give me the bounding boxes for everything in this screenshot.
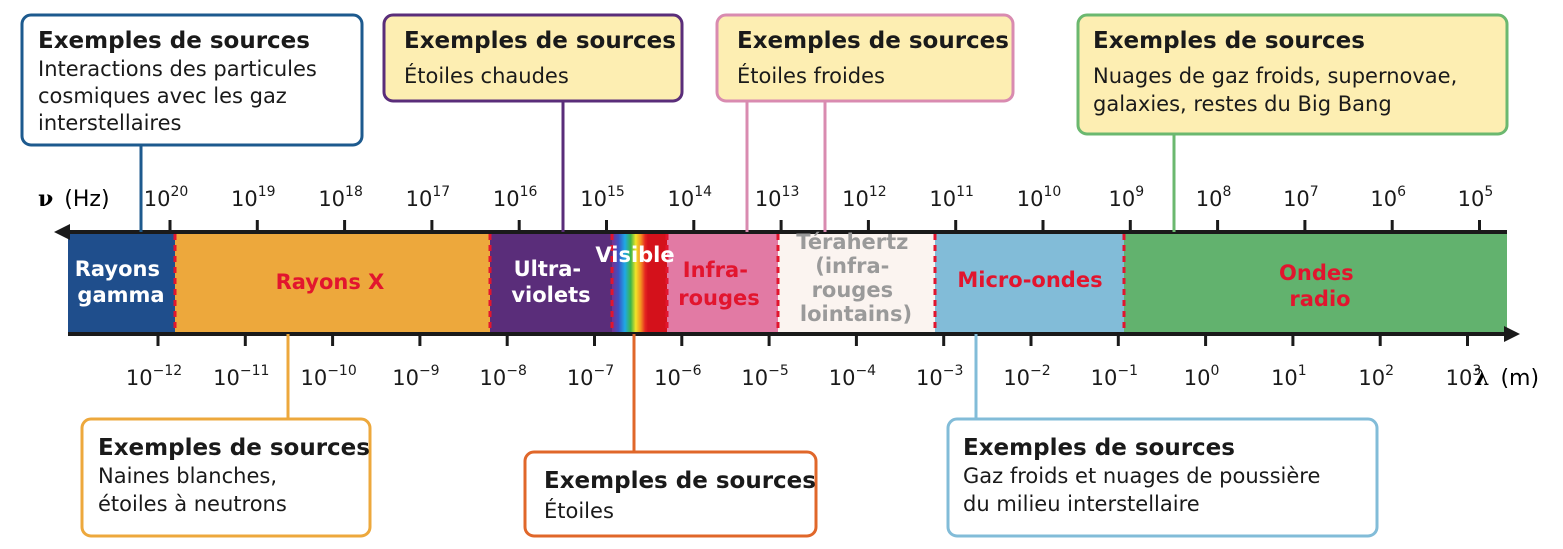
wavelength-tick-label: 10−8 — [480, 363, 527, 390]
wavelength-axis: 10−12 10−11 10−10 10−9 10−8 10−7 10−6 10−5 10−4 1… — [68, 326, 1520, 390]
band-label-thz: Térahertz (infra- rouges lointains) — [796, 230, 915, 326]
callout-xray: Exemples de sources Naines blanches, éto… — [80, 417, 372, 538]
frequency-tick-label: 109 — [1108, 184, 1144, 211]
callout-micro-line: du milieu interstellaire — [963, 492, 1200, 516]
callout-micro-title: Exemples de sources — [963, 435, 1235, 461]
wavelength-arrow-icon — [1504, 326, 1520, 342]
band-uv — [490, 233, 612, 333]
wavelength-tick-label: 102 — [1358, 363, 1394, 390]
wavelength-tick-label: 10−6 — [654, 363, 701, 390]
frequency-tick-label: 106 — [1370, 184, 1406, 211]
frequency-arrow-icon — [54, 224, 70, 240]
wavelength-tick-label: 10−1 — [1091, 363, 1138, 390]
callout-radio-line: Nuages de gaz froids, supernovae, — [1093, 64, 1457, 88]
wavelength-tick-label: 10−4 — [829, 363, 876, 390]
frequency-tick-label: 1020 — [144, 184, 189, 211]
band-visible — [612, 233, 648, 333]
band-label-micro: Micro-ondes — [957, 268, 1102, 292]
callout-connectors — [139, 101, 1176, 452]
band-label-ir: Infra- rouges — [678, 258, 760, 310]
callout-uv-line: Étoiles chaudes — [404, 63, 569, 88]
band-visible-red — [648, 233, 667, 333]
frequency-tick-label: 1016 — [493, 184, 538, 211]
band-gamma — [68, 233, 175, 333]
callout-gamma-title: Exemples de sources — [38, 28, 310, 54]
frequency-tick-label: 1012 — [842, 184, 887, 211]
wavelength-tick-label: 103 — [1446, 363, 1482, 390]
band-label-gamma: Rayons gamma — [75, 257, 168, 307]
frequency-tick-label: 1014 — [668, 184, 713, 211]
callout-xray-line: Naines blanches, — [98, 464, 277, 488]
band-label-visible: Visible — [595, 243, 674, 267]
callout-micro-line: Gaz froids et nuages de poussière — [963, 464, 1320, 488]
band-label-xray: Rayons X — [276, 270, 385, 294]
callout-ir-line: Étoiles froides — [737, 63, 885, 88]
wavelength-tick-label: 10−11 — [213, 363, 269, 390]
band-thz — [778, 233, 935, 333]
frequency-tick-label: 105 — [1458, 184, 1494, 211]
frequency-tick-label: 108 — [1196, 184, 1232, 211]
band-radio — [1124, 233, 1507, 333]
band-xray — [175, 233, 490, 333]
wavelength-tick-label: 10−7 — [567, 363, 614, 390]
callout-ir-title: Exemples de sources — [737, 28, 1009, 54]
wavelength-axis-label: λ (m) — [1474, 365, 1539, 391]
callout-ir: Exemples de sources Étoiles froides — [715, 13, 1015, 103]
callout-visible-line: Étoiles — [544, 498, 614, 523]
callout-micro: Exemples de sources Gaz froids et nuages… — [946, 417, 1379, 538]
wavelength-tick-label: 10−12 — [126, 363, 182, 390]
frequency-tick-label: 1010 — [1017, 184, 1062, 211]
frequency-tick-label: 1013 — [755, 184, 800, 211]
wavelength-tick-label: 10−9 — [392, 363, 439, 390]
band-micro — [935, 233, 1124, 333]
callout-gamma-line: cosmiques avec les gaz — [38, 84, 287, 108]
band-label-radio: Ondes radio — [1279, 261, 1361, 311]
frequency-axis: 1020 1019 1018 1017 1016 1015 1014 1013 1012 1011… — [54, 184, 1507, 240]
frequency-tick-label: 1015 — [580, 184, 625, 211]
wavelength-tick-label: 10−3 — [916, 363, 963, 390]
callout-visible: Exemples de sources Étoiles — [523, 450, 818, 538]
callout-gamma-line: Interactions des particules — [38, 57, 317, 81]
wavelength-tick-label: 10−5 — [741, 363, 788, 390]
wavelength-tick-label: 101 — [1271, 363, 1307, 390]
frequency-axis-label: ν (Hz) — [38, 186, 110, 212]
frequency-tick-label: 1011 — [929, 184, 974, 211]
callout-uv-title: Exemples de sources — [404, 28, 676, 54]
callout-xray-line: étoiles à neutrons — [98, 492, 287, 516]
callout-radio-title: Exemples de sources — [1093, 28, 1365, 54]
callout-gamma-line: interstellaires — [38, 111, 181, 135]
callout-radio-line: galaxies, restes du Big Bang — [1093, 92, 1392, 116]
wavelength-tick-label: 10−2 — [1003, 363, 1050, 390]
band-label-uv: Ultra- violets — [511, 257, 590, 307]
callout-xray-title: Exemples de sources — [98, 435, 370, 461]
band-labels: Rayons gamma Rayons X Ultra- violets Vis… — [75, 230, 1361, 326]
band-ir — [667, 233, 778, 333]
callout-radio: Exemples de sources Nuages de gaz froids… — [1076, 13, 1509, 136]
band-boundaries — [173, 234, 1126, 332]
frequency-tick-label: 1017 — [406, 184, 451, 211]
wavelength-tick-label: 100 — [1184, 363, 1220, 390]
wavelength-tick-label: 10−10 — [300, 363, 356, 390]
callout-gamma: Exemples de sources Interactions des par… — [20, 13, 364, 147]
callout-uv: Exemples de sources Étoiles chaudes — [382, 13, 684, 103]
frequency-tick-label: 1018 — [318, 184, 363, 211]
frequency-tick-label: 107 — [1283, 184, 1319, 211]
callout-visible-title: Exemples de sources — [544, 468, 816, 494]
frequency-tick-label: 1019 — [231, 184, 276, 211]
spectrum-bar — [68, 233, 1507, 333]
